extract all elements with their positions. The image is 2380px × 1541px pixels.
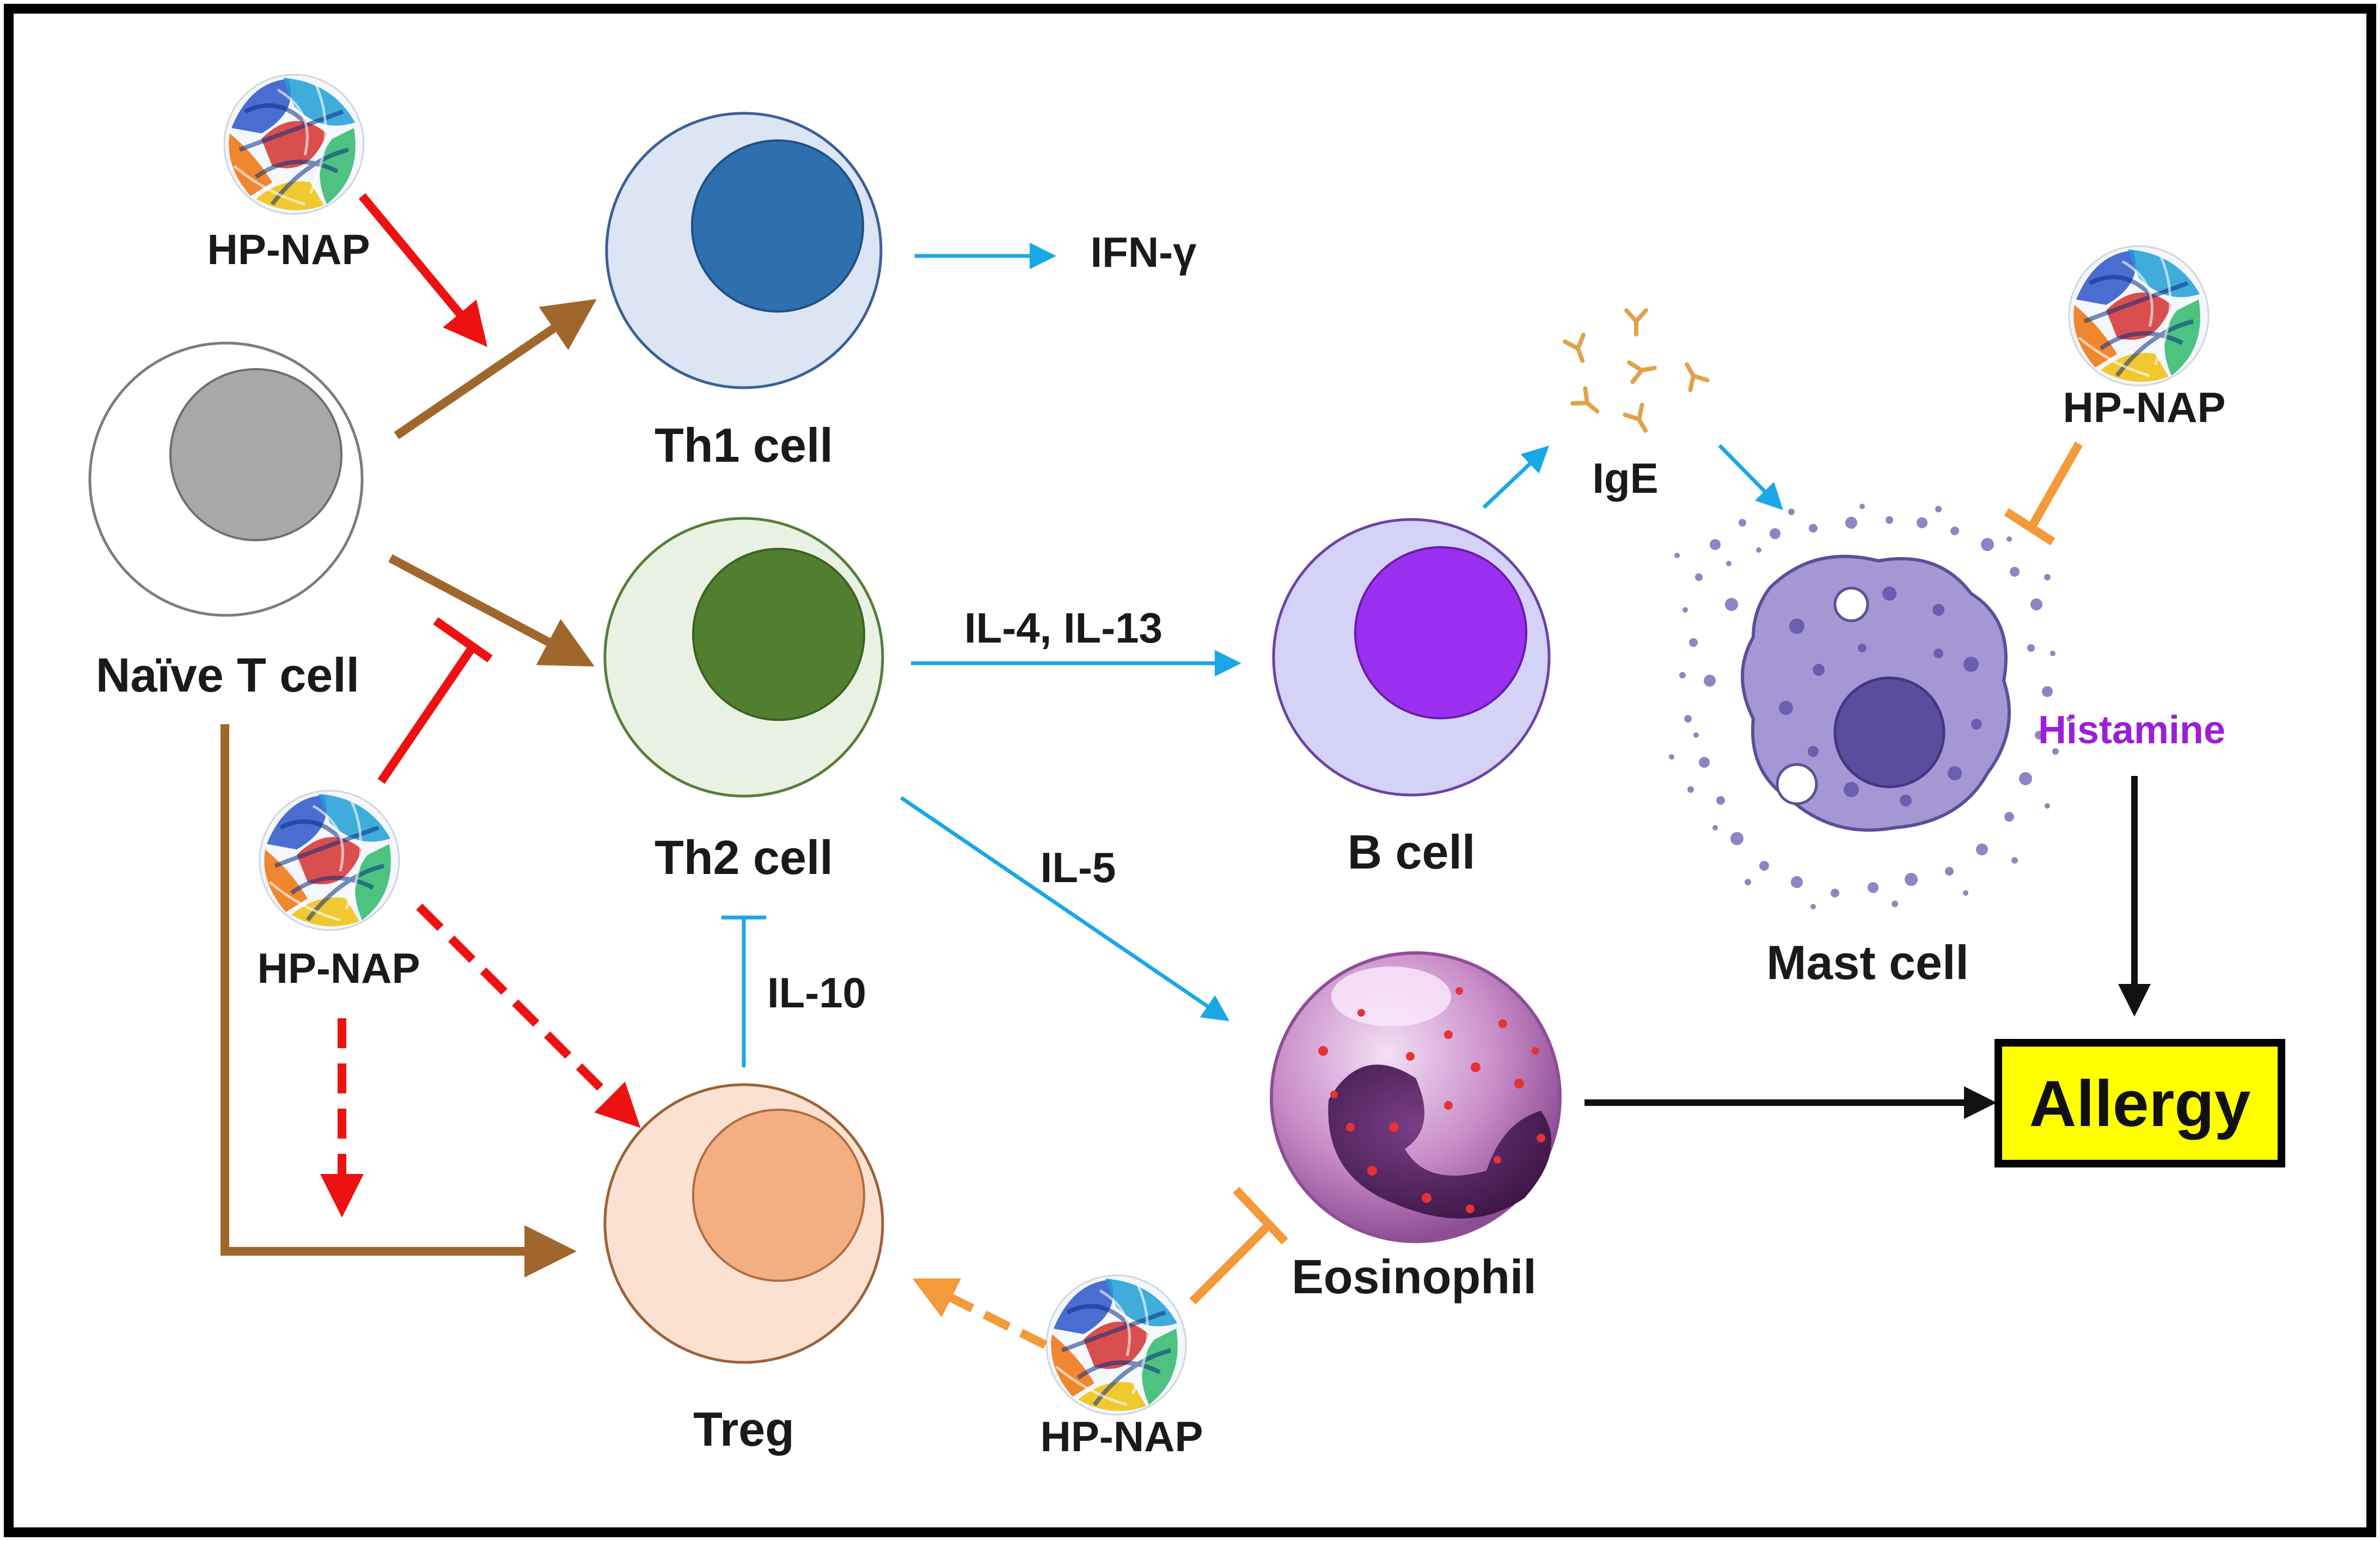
th2-to-eosinophil-arrow [900, 796, 1230, 1022]
hp-nap-protein-icon [224, 75, 364, 214]
ifng-label: IFN-γ [1091, 228, 1197, 276]
naive-to-treg-arrow [221, 724, 577, 1277]
b-cell-label: B cell [1348, 825, 1476, 879]
b-cell-to-ige-arrow [1482, 445, 1550, 509]
eosinophil-cell [1270, 951, 1562, 1243]
ige-to-mast-cell-arrow [1718, 444, 1783, 510]
hp-nap-inhibits-mast-cell-arrow [2004, 442, 2083, 546]
naive-to-th1-arrow [394, 299, 597, 439]
treg-label: Treg [693, 1402, 794, 1456]
treg-inhibits-th2-arrow [721, 915, 766, 1067]
eosinophil-label: Eosinophil [1292, 1250, 1537, 1304]
hp-nap-protein-icon [2069, 246, 2208, 386]
hp-nap-inhibits-eosinophil-arrow [1189, 1187, 1288, 1305]
il5-label: IL-5 [1041, 843, 1116, 891]
hp-nap-promotes-treg-dashed-arrow [416, 903, 641, 1128]
allergy-box [1994, 1039, 2285, 1167]
mast-cell [1669, 504, 2072, 909]
th2-cell-label: Th2 cell [654, 830, 833, 884]
hp-nap-label: HP-NAP [2063, 383, 2225, 431]
mast-cell-label: Mast cell [1766, 935, 1969, 989]
treg-cell [603, 1083, 884, 1364]
allergy-label: Allergy [2029, 1067, 2251, 1140]
th1-cell-label: Th1 cell [654, 418, 833, 472]
hp-nap-promotes-treg-orange-dashed-arrow [912, 1278, 1048, 1349]
hp-nap-protein-icon [260, 791, 399, 930]
naive-t-cell [88, 341, 364, 617]
hp-nap-label: HP-NAP [207, 225, 370, 273]
th1-cell [605, 112, 883, 389]
hp-nap-inhibits-th2-arrow [377, 617, 493, 784]
hp-nap-promotes-th1-arrow [358, 193, 488, 347]
b-cell [1272, 518, 1551, 797]
naive-to-th2-arrow [388, 554, 595, 667]
il10-label: IL-10 [767, 969, 866, 1017]
naive-t-cell-label: Naïve T cell [96, 648, 359, 702]
hp-nap-label: HP-NAP [1040, 1412, 1203, 1460]
hp-nap-protein-icon [1047, 1275, 1186, 1415]
il4-il13-label: IL-4, IL-13 [964, 604, 1163, 652]
th2-cell [603, 517, 884, 798]
ige-label: IgE [1592, 454, 1658, 502]
hp-nap-label: HP-NAP [257, 944, 420, 992]
histamine-label: Histamine [2038, 708, 2225, 752]
